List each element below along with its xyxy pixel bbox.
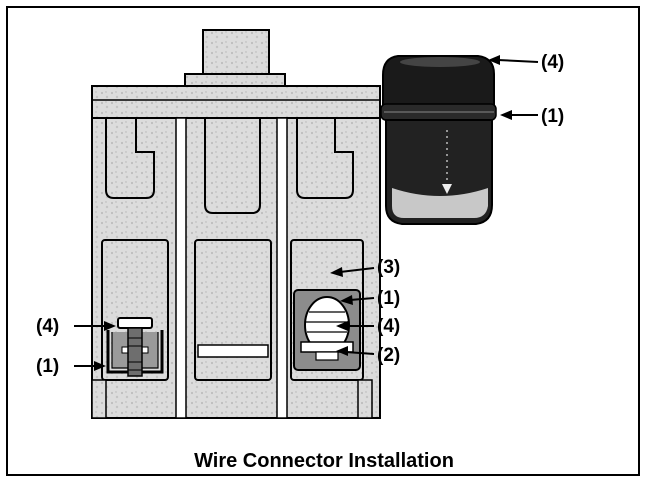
callout-connector-top: (4) xyxy=(541,52,564,73)
callout-connector-side: (1) xyxy=(541,106,564,127)
figure-frame xyxy=(6,6,640,476)
wire-connector-icon xyxy=(380,55,497,225)
callout-right-slot-2: (2) xyxy=(377,345,400,366)
figure-caption: Wire Connector Installation xyxy=(194,450,454,472)
callout-right-slot-3: (3) xyxy=(377,257,400,278)
arrow-icon xyxy=(74,55,539,371)
callout-left-slot-1: (1) xyxy=(36,356,59,377)
callout-left-slot-4: (4) xyxy=(36,316,59,337)
callout-right-slot-4: (4) xyxy=(377,316,400,337)
screw-icon xyxy=(117,317,153,377)
callout-right-slot-1: (1) xyxy=(377,288,400,309)
